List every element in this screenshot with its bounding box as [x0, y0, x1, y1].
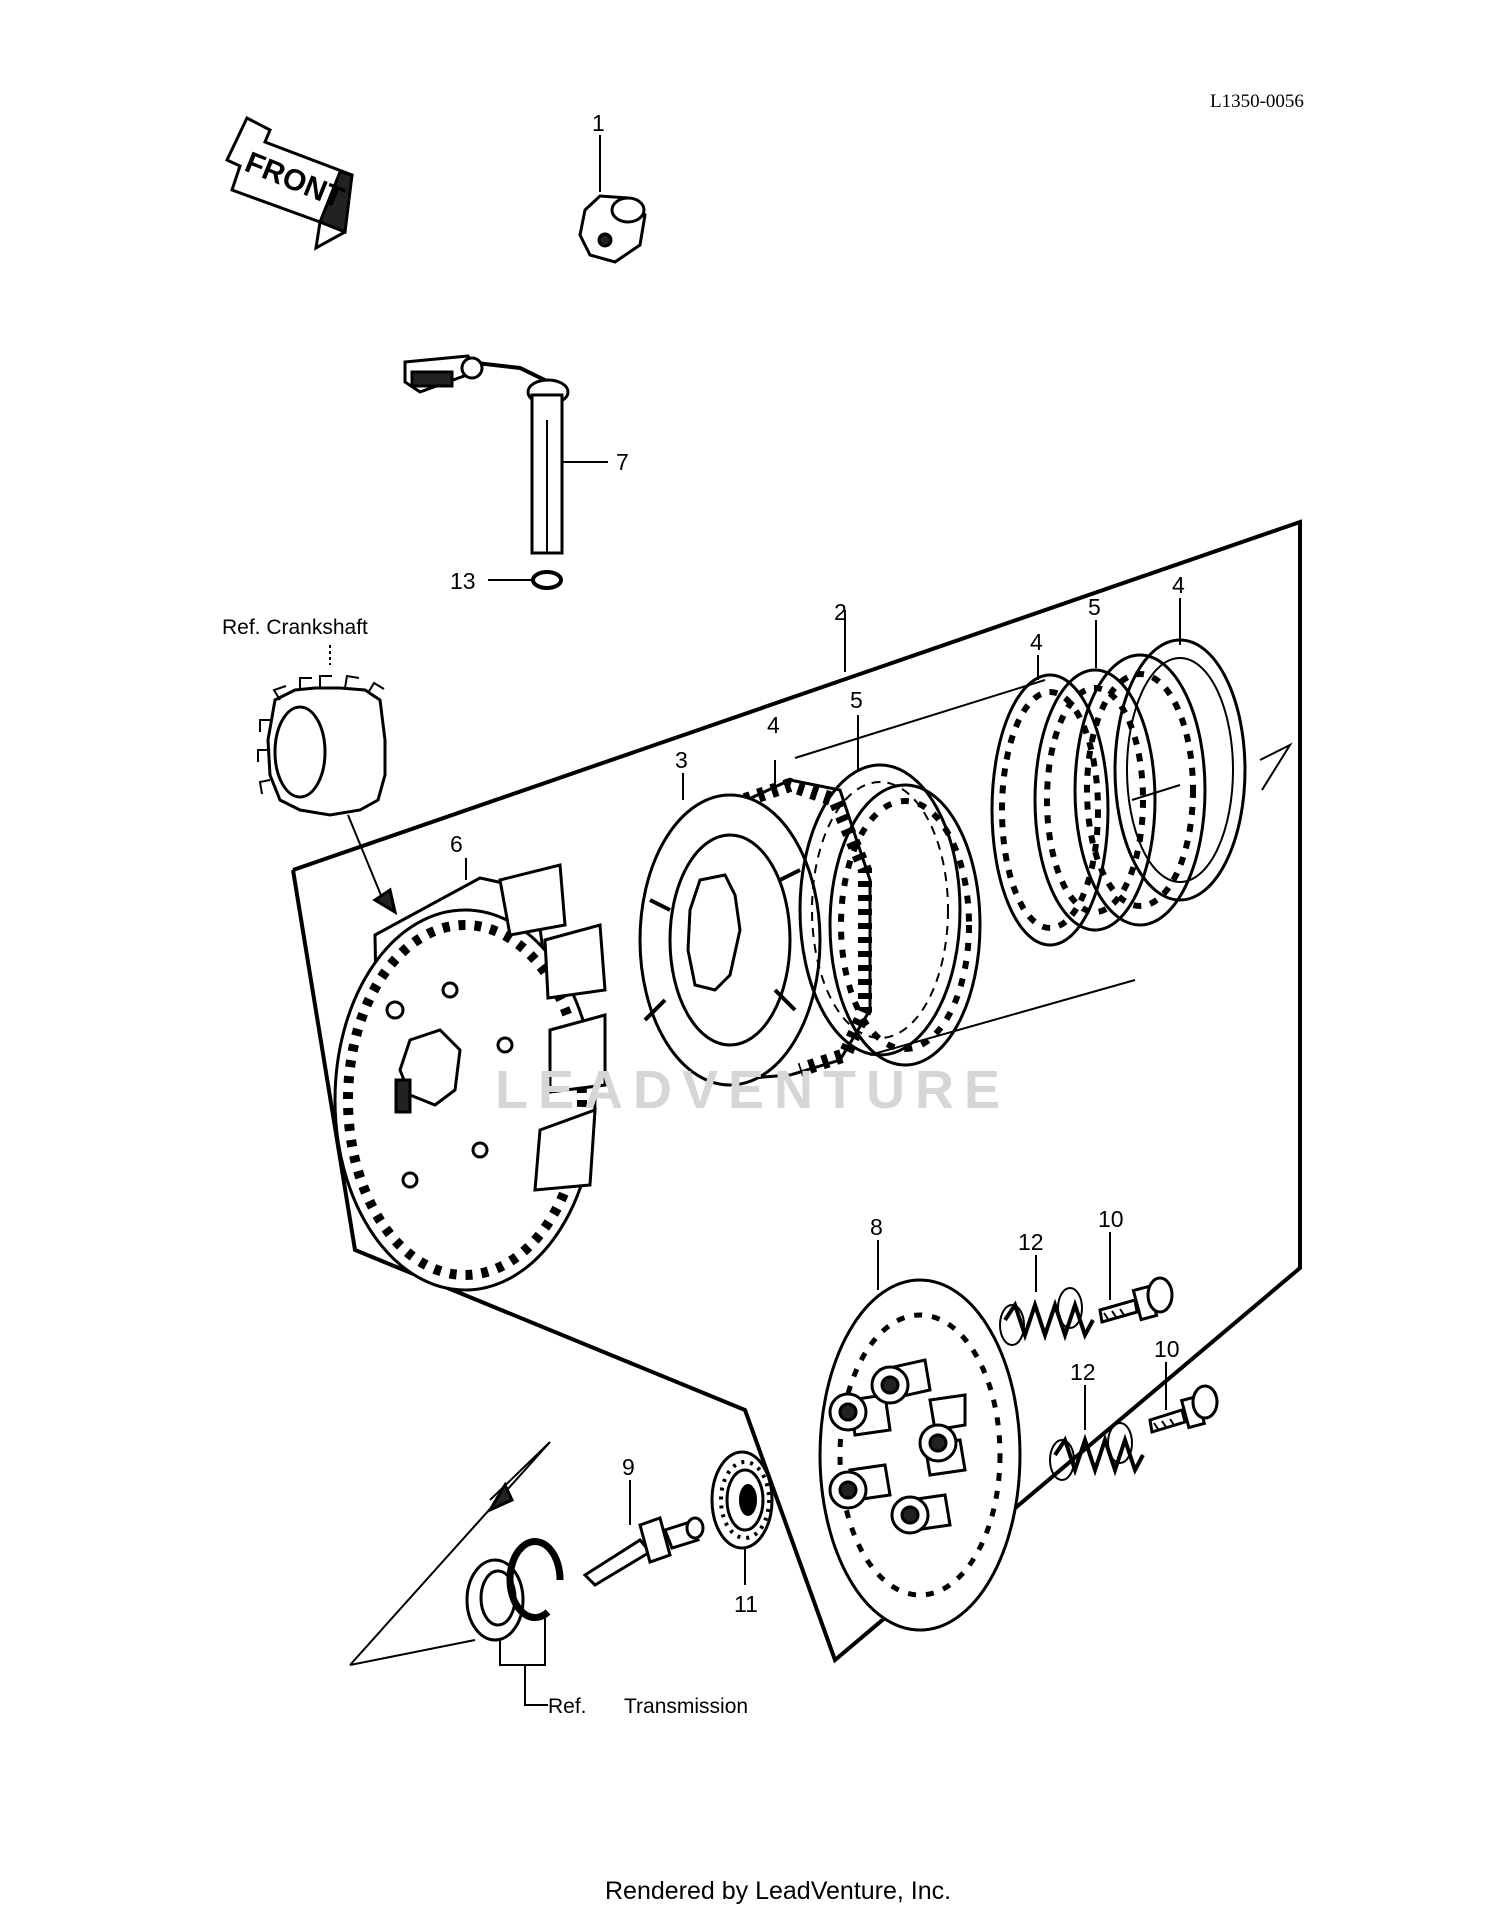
diagram-code: L1350-0056: [1210, 91, 1304, 112]
part-6-clutch-housing: [333, 863, 607, 1292]
part-12-spring-lower: [1049, 1422, 1145, 1481]
callout-2: 2: [834, 599, 847, 625]
ref-transmission: Transmission: [624, 1695, 748, 1718]
callout-8: 8: [870, 1214, 883, 1240]
part-12-spring-upper: [999, 1287, 1095, 1346]
callout-5a: 5: [850, 687, 863, 713]
arrow-icon: [372, 887, 398, 916]
ref-transmission-prefix: Ref.: [548, 1695, 587, 1718]
part-8-pressure-plate: [818, 1278, 1022, 1632]
callout-12b: 12: [1070, 1359, 1096, 1385]
callout-13: 13: [450, 568, 476, 594]
part-3-clutch-hub: [638, 777, 872, 1087]
arrow-icon: [486, 1481, 514, 1514]
callout-10b: 10: [1154, 1336, 1180, 1362]
callout-9: 9: [622, 1454, 635, 1480]
watermark: LEADVENTURE: [495, 1060, 1010, 1120]
callout-12a: 12: [1018, 1229, 1044, 1255]
assembly-2-outline: [291, 519, 1302, 1664]
footer-credit: Rendered by LeadVenture, Inc.: [605, 1877, 951, 1905]
ref-crankshaft: Ref. Crankshaft: [222, 616, 368, 639]
part-13-o-ring: [531, 570, 563, 590]
callout-10a: 10: [1098, 1206, 1124, 1232]
plates-rear-group: [990, 638, 1293, 947]
crankshaft-gear: [257, 674, 387, 817]
part-1-clamp: [578, 194, 647, 264]
callout-1: 1: [592, 110, 605, 136]
part-10-bolt-upper: [1098, 1276, 1174, 1324]
callout-4a: 4: [767, 712, 780, 738]
callout-4c: 4: [1172, 572, 1185, 598]
callout-5b: 5: [1088, 594, 1101, 620]
part-7-release-shaft: [403, 354, 570, 555]
callout-6: 6: [450, 831, 463, 857]
callout-3: 3: [675, 747, 688, 773]
part-11-bearing: [710, 1450, 774, 1550]
part-9-push-rod: [582, 1516, 705, 1587]
plates-front-group: [798, 763, 982, 1067]
callout-7: 7: [616, 449, 629, 475]
callout-4b: 4: [1030, 629, 1043, 655]
circlip: [506, 1538, 564, 1622]
front-arrow-icon: FRONT: [224, 115, 354, 251]
part-10-bolt-lower: [1148, 1384, 1219, 1434]
callout-11: 11: [734, 1591, 758, 1617]
